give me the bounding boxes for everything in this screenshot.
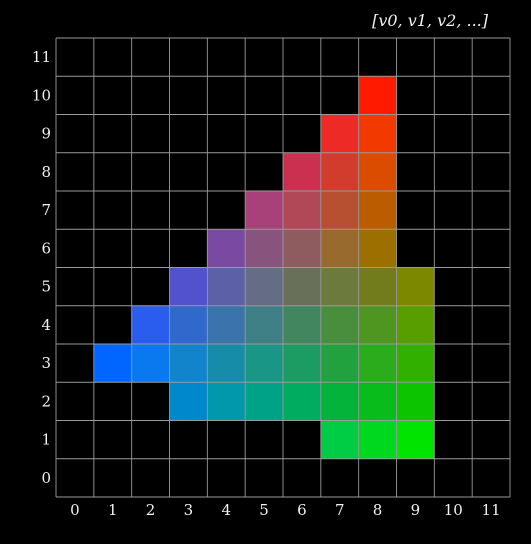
heatmap-cell-8-2	[358, 382, 397, 421]
heatmap-cell-8-9	[358, 114, 397, 153]
grid-layer	[55, 37, 511, 498]
heatmap-cell-5-6	[245, 229, 283, 268]
y-tick-label: 5	[41, 278, 51, 296]
y-tick-label: 3	[41, 354, 51, 372]
x-tick-label: 1	[108, 501, 118, 519]
heatmap-cell-4-6	[207, 229, 246, 268]
x-tick-label: 9	[411, 501, 421, 519]
x-tick-label: 5	[259, 501, 269, 519]
cells-layer	[93, 76, 435, 459]
heatmap-cell-2-4	[131, 305, 170, 344]
heatmap-cell-3-2	[169, 382, 208, 421]
heatmap-cell-4-2	[207, 382, 246, 421]
heatmap-cell-5-5	[245, 267, 283, 306]
heatmap-cell-7-6	[320, 229, 359, 268]
heatmap-cell-3-4	[169, 305, 208, 344]
y-tick-label: 7	[41, 201, 51, 219]
heatmap-cell-7-1	[320, 420, 359, 459]
heatmap-cell-8-10	[358, 76, 397, 115]
heatmap-cell-7-2	[320, 382, 359, 421]
y-tick-label: 0	[41, 469, 51, 487]
heatmap-cell-3-5	[169, 267, 208, 306]
x-tick-label: 0	[70, 501, 80, 519]
annotation-label: [v0, v1, v2, ...]	[372, 11, 489, 30]
heatmap-cell-5-7	[245, 191, 283, 230]
heatmap-cell-9-4	[396, 305, 435, 344]
heatmap-cell-6-4	[283, 305, 321, 344]
heatmap-cell-8-1	[358, 420, 397, 459]
heatmap-cell-7-9	[320, 114, 359, 153]
x-tick-label: 2	[146, 501, 156, 519]
heatmap-cell-8-5	[358, 267, 397, 306]
heatmap-cell-8-3	[358, 344, 397, 383]
heatmap-cell-7-7	[320, 191, 359, 230]
heatmap-cell-8-4	[358, 305, 397, 344]
x-tick-label: 11	[482, 501, 501, 519]
heatmap-cell-4-4	[207, 305, 246, 344]
x-tick-label: 6	[297, 501, 307, 519]
heatmap-cell-1-3	[93, 344, 132, 383]
heatmap-cell-8-6	[358, 229, 397, 268]
y-tick-label: 8	[41, 163, 51, 181]
heatmap-cell-9-5	[396, 267, 435, 306]
y-tick-label: 1	[41, 431, 51, 449]
heatmap-cell-6-8	[283, 152, 321, 191]
heatmap-cell-8-7	[358, 191, 397, 230]
heatmap-cell-6-7	[283, 191, 321, 230]
heatmap-cell-5-4	[245, 305, 283, 344]
y-tick-label: 4	[41, 316, 51, 334]
heatmap-cell-6-3	[283, 344, 321, 383]
heatmap-cell-5-3	[245, 344, 283, 383]
x-tick-label: 8	[373, 501, 383, 519]
heatmap-cell-6-6	[283, 229, 321, 268]
y-tick-label: 11	[32, 48, 51, 66]
heatmap-cell-6-5	[283, 267, 321, 306]
heatmap-cell-7-3	[320, 344, 359, 383]
heatmap-cell-9-2	[396, 382, 435, 421]
heatmap-cell-7-4	[320, 305, 359, 344]
heatmap-cell-5-2	[245, 382, 283, 421]
y-tick-label: 10	[32, 86, 51, 104]
heatmap-cell-9-3	[396, 344, 435, 383]
y-tick-label: 9	[41, 125, 51, 143]
y-tick-labels: 0 1 2 3 4 5 6 7 8 9 10 11	[32, 48, 51, 487]
x-tick-label: 3	[184, 501, 194, 519]
heatmap-cell-4-3	[207, 344, 246, 383]
heatmap-cell-7-8	[320, 152, 359, 191]
heatmap-cell-2-3	[131, 344, 170, 383]
y-tick-label: 6	[41, 239, 51, 257]
heatmap-cell-7-5	[320, 267, 359, 306]
heatmap-cell-4-5	[207, 267, 246, 306]
y-tick-label: 2	[41, 392, 51, 410]
x-tick-label: 10	[444, 501, 463, 519]
x-tick-label: 7	[335, 501, 345, 519]
x-tick-labels: 0 1 2 3 4 5 6 7 8 9 10 11	[70, 501, 500, 519]
heatmap-cell-6-2	[283, 382, 321, 421]
heatmap-cell-3-3	[169, 344, 208, 383]
heatmap-cell-8-8	[358, 152, 397, 191]
x-tick-label: 4	[221, 501, 231, 519]
heatmap-cell-9-1	[396, 420, 435, 459]
